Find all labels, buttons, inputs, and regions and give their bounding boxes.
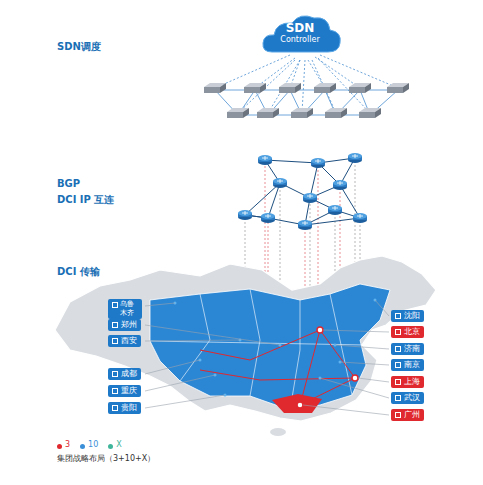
- city-tag: 济南: [391, 343, 424, 355]
- city-name: 南京: [404, 360, 420, 369]
- legend-text: 3: [65, 440, 70, 449]
- city-icon: [112, 371, 118, 377]
- layer-heading: SDN调度: [57, 40, 101, 54]
- layer-heading: DCI 传输: [57, 265, 100, 279]
- city-name: 郑州: [121, 320, 137, 329]
- city-icon: [112, 338, 118, 344]
- legend-text: 10: [88, 440, 98, 449]
- city-name: 西安: [121, 336, 137, 345]
- city-tag: 成都: [108, 368, 141, 380]
- city-tag: 上海: [391, 376, 424, 388]
- city-name: 广州: [404, 410, 420, 419]
- city-name: 成都: [121, 369, 137, 378]
- city-icon: [112, 302, 118, 308]
- city-icon: [112, 322, 118, 328]
- city-icon: [395, 346, 401, 352]
- city-tag: 北京: [391, 326, 424, 338]
- city-icon: [395, 395, 401, 401]
- legend-swatch: [80, 444, 85, 449]
- city-tag: 郑州: [108, 319, 141, 331]
- sdn-controller-cloud: SDNController: [268, 22, 332, 44]
- city-icon: [395, 362, 401, 368]
- city-icon: [395, 379, 401, 385]
- layer-heading: DCI IP 互连: [57, 193, 114, 207]
- city-tag: 重庆: [108, 385, 141, 397]
- city-tag: 沈阳: [391, 310, 424, 322]
- caption: 集团战略布局（3+10+X）: [57, 453, 155, 464]
- layer-heading: BGP: [57, 178, 80, 189]
- legend-text: X: [116, 440, 121, 449]
- cloud-text: Controller: [268, 35, 332, 44]
- city-tag: 西安: [108, 335, 141, 347]
- city-tag: 贵阳: [108, 402, 141, 414]
- city-tag: 武汉: [391, 392, 424, 404]
- city-name: 重庆: [121, 386, 137, 395]
- city-name: 济南: [404, 344, 420, 353]
- city-icon: [395, 329, 401, 335]
- city-name: 武汉: [404, 393, 420, 402]
- city-name: 贵阳: [121, 403, 137, 412]
- city-icon: [112, 388, 118, 394]
- legend-swatch: [57, 444, 62, 449]
- city-name: 上海: [404, 377, 420, 386]
- city-tag: 广州: [391, 409, 424, 421]
- cloud-text: SDN: [268, 22, 332, 35]
- city-name: 北京: [404, 327, 420, 336]
- city-tag: 乌鲁木齐: [108, 299, 142, 319]
- city-tag: 南京: [391, 359, 424, 371]
- city-name: 乌鲁木齐: [120, 300, 134, 317]
- city-name: 沈阳: [404, 311, 420, 320]
- city-icon: [395, 313, 401, 319]
- legend-swatch: [108, 444, 113, 449]
- city-icon: [395, 412, 401, 418]
- city-icon: [112, 405, 118, 411]
